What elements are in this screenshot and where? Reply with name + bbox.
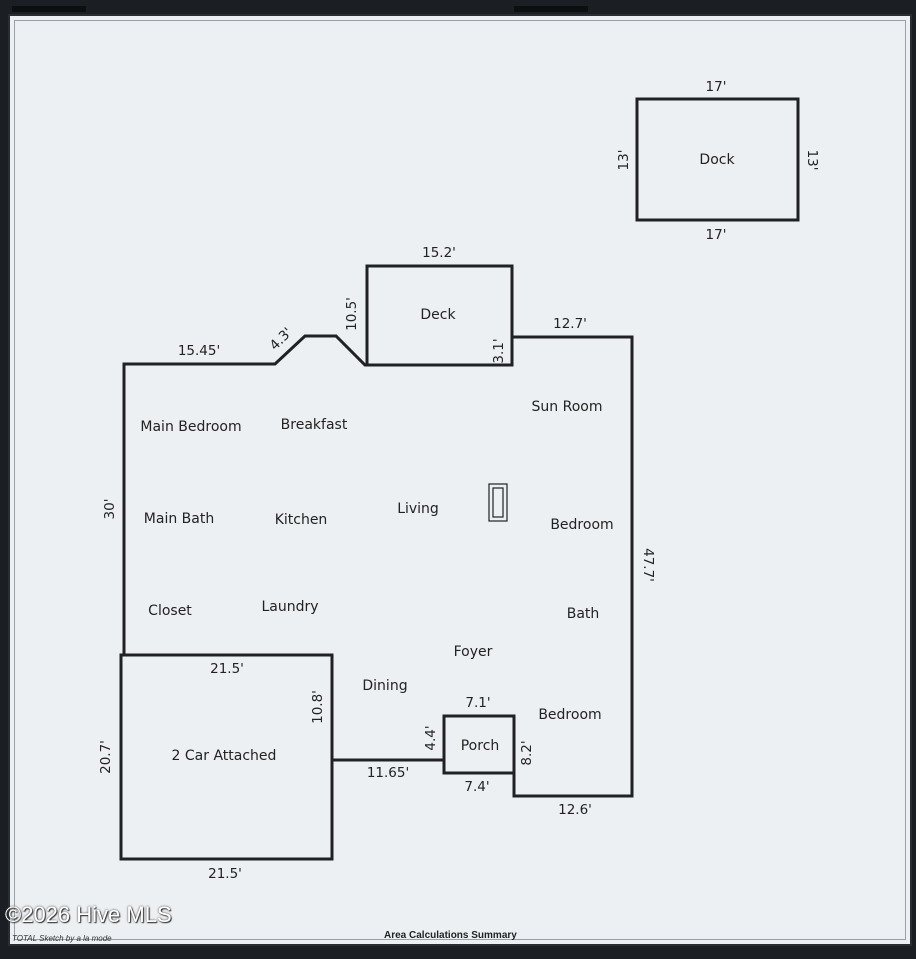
room-label-bath: Bath	[567, 606, 600, 622]
room-label-garage: 2 Car Attached	[172, 748, 277, 764]
copyright-watermark: ©2026 Hive MLS	[5, 902, 172, 927]
dim-right-wall: 47.7'	[640, 548, 656, 582]
dock-outline	[635, 97, 800, 222]
footer-software-credit: TOTAL Sketch by a la mode	[12, 934, 112, 943]
dim-porch-right: 8.2'	[519, 740, 535, 765]
dim-dock-left: 13'	[616, 150, 632, 171]
room-label-deck: Deck	[420, 307, 456, 323]
dim-dock-right: 13'	[804, 150, 820, 171]
dim-top-right: 12.7'	[553, 316, 587, 332]
dim-dock-top: 17'	[706, 79, 727, 95]
room-label-bedroom: Bedroom	[550, 517, 613, 533]
fireplace	[488, 483, 508, 522]
room-label-main-bath: Main Bath	[144, 511, 214, 527]
dim-deck-left: 10.5'	[344, 297, 360, 331]
dim-garage-bottom: 21.5'	[208, 866, 242, 882]
dim-garage-right: 10.8'	[310, 690, 326, 724]
fireplace-hearth	[492, 487, 504, 518]
dim-garage-left: 20.7'	[98, 740, 114, 774]
room-label-dock: Dock	[699, 152, 735, 168]
dim-bottom-right: 12.6'	[558, 802, 592, 818]
room-label-closet: Closet	[148, 603, 192, 619]
house-outline	[122, 334, 634, 798]
room-label-dining: Dining	[362, 678, 407, 694]
dim-left-wall: 30'	[102, 499, 118, 520]
dim-porch-left: 4.4'	[423, 725, 439, 750]
binder-tab-left	[12, 6, 86, 12]
dim-bottom-mid: 11.65'	[367, 765, 409, 781]
porch-outline	[442, 714, 516, 773]
room-label-main-bedroom: Main Bedroom	[140, 419, 241, 435]
deck-outline	[365, 264, 514, 364]
dim-deck-right: 3.1'	[491, 338, 507, 363]
room-label-foyer: Foyer	[454, 644, 493, 660]
floor-plan-sheet	[8, 14, 912, 946]
footer-area-summary: Area Calculations Summary	[384, 930, 517, 941]
dim-dock-bottom: 17'	[706, 227, 727, 243]
dim-deck-top: 15.2'	[422, 245, 456, 261]
dim-porch-bottom: 7.4'	[464, 779, 489, 795]
room-label-sun-room: Sun Room	[532, 399, 603, 415]
dim-porch-top: 7.1'	[465, 695, 490, 711]
room-label-kitchen: Kitchen	[275, 512, 328, 528]
room-label-breakfast: Breakfast	[281, 417, 348, 433]
room-label-laundry: Laundry	[261, 599, 318, 615]
garage-outline	[119, 653, 334, 861]
dim-top-left: 15.45'	[178, 343, 220, 359]
room-label-bedroom-2: Bedroom	[538, 707, 601, 723]
room-label-porch: Porch	[461, 738, 500, 754]
room-label-living: Living	[397, 501, 439, 517]
dim-garage-top: 21.5'	[210, 661, 244, 677]
binder-tab-right	[514, 6, 588, 12]
sheet-border	[14, 20, 906, 940]
